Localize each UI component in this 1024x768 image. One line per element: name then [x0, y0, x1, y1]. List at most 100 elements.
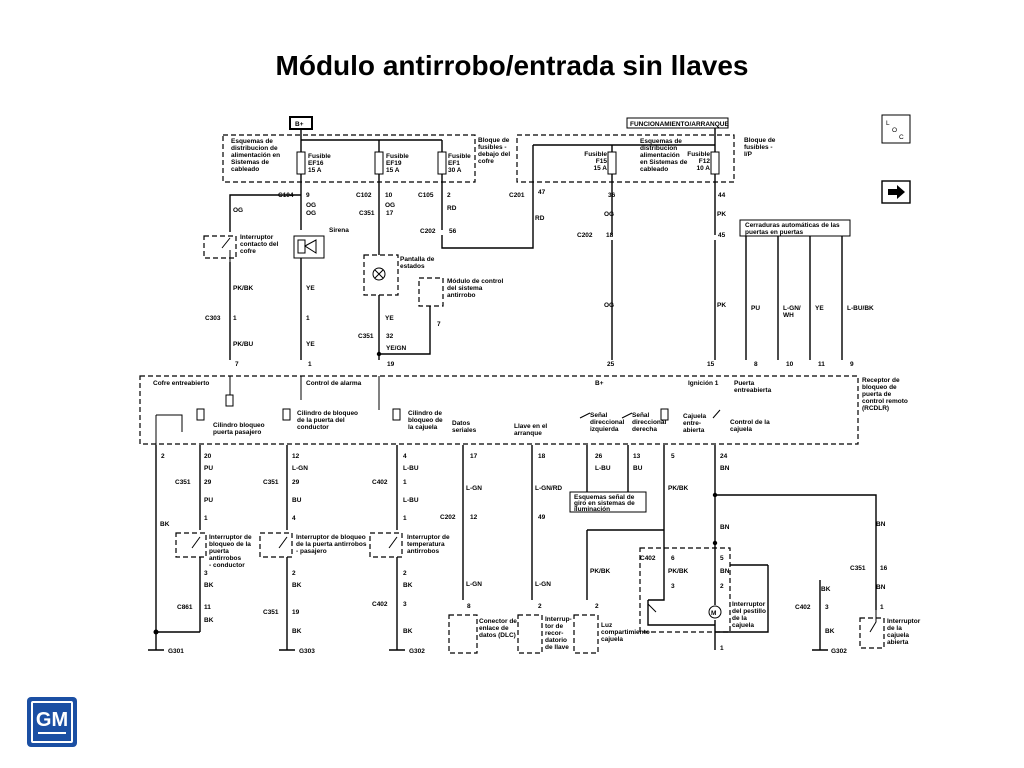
svg-text:6: 6 — [671, 555, 675, 562]
svg-text:recor-: recor- — [545, 630, 563, 637]
svg-text:18: 18 — [538, 453, 546, 460]
svg-text:10 A: 10 A — [697, 165, 711, 172]
svg-text:cableado: cableado — [231, 166, 259, 173]
svg-text:antirrobos: antirrobos — [407, 548, 440, 555]
svg-text:cajuela: cajuela — [730, 426, 752, 433]
svg-text:puertas en puertas: puertas en puertas — [745, 229, 804, 236]
svg-text:seriales: seriales — [452, 427, 477, 434]
svg-text:11: 11 — [204, 604, 211, 611]
svg-text:distribucion: distribucion — [640, 145, 677, 152]
svg-text:25: 25 — [607, 361, 615, 368]
svg-text:L-GN: L-GN — [466, 581, 482, 588]
svg-text:enlace de: enlace de — [479, 625, 509, 632]
svg-text:fusibles -: fusibles - — [744, 144, 773, 151]
svg-text:PK/BK: PK/BK — [668, 485, 689, 492]
svg-text:G303: G303 — [299, 648, 315, 655]
svg-text:alimentación: alimentación — [640, 152, 680, 159]
svg-text:PK/BK: PK/BK — [590, 568, 611, 575]
bplus-label: B+ — [295, 121, 304, 128]
temperature-switch: Interruptor de temperatura antirrobos — [369, 532, 450, 558]
svg-text:la cajuela: la cajuela — [408, 424, 438, 431]
svg-text:entre-: entre- — [683, 420, 701, 427]
svg-text:C402: C402 — [372, 601, 388, 608]
svg-text:15 A: 15 A — [308, 167, 322, 174]
svg-text:BK: BK — [821, 586, 831, 593]
turn-signal-note: Esquemas señal de giro en sistemas de il… — [569, 491, 647, 513]
svg-text:24: 24 — [720, 453, 728, 460]
svg-text:direccional: direccional — [632, 419, 667, 426]
svg-text:giro en sistemas de: giro en sistemas de — [574, 500, 635, 507]
svg-text:C201: C201 — [509, 192, 525, 199]
svg-text:Control de la: Control de la — [730, 419, 770, 426]
wire-rd-2: RD — [535, 215, 545, 222]
svg-text:puerta pasajero: puerta pasajero — [213, 429, 261, 436]
svg-text:L-BU: L-BU — [595, 465, 611, 472]
wire-og-3: OG — [604, 211, 614, 218]
svg-text:C402: C402 — [795, 604, 811, 611]
svg-text:de la: de la — [732, 615, 747, 622]
svg-text:cofre: cofre — [240, 248, 256, 255]
svg-text:7: 7 — [235, 361, 239, 368]
ground-g302-a: G302 — [389, 632, 425, 655]
svg-text:17: 17 — [386, 210, 394, 217]
svg-text:puerta: puerta — [209, 548, 229, 555]
svg-text:L-GN/RD: L-GN/RD — [535, 485, 562, 492]
svg-text:8: 8 — [467, 603, 471, 610]
svg-text:C402: C402 — [640, 555, 656, 562]
svg-text:Sistemas de: Sistemas de — [231, 159, 269, 166]
page-title: Módulo antirrobo/entrada sin llaves — [275, 50, 749, 81]
svg-text:4: 4 — [403, 453, 407, 460]
svg-text:cajuela: cajuela — [732, 622, 754, 629]
svg-text:C861: C861 — [177, 604, 193, 611]
svg-text:debajo del: debajo del — [478, 151, 510, 158]
wire-pk-1: PK — [717, 211, 726, 218]
svg-text:control remoto: control remoto — [862, 398, 908, 405]
ip-fuse-block-outline — [516, 134, 735, 183]
svg-text:Interruptor de: Interruptor de — [407, 534, 450, 541]
svg-text:BK: BK — [403, 582, 413, 589]
gm-logo: GM — [27, 697, 77, 747]
svg-text:compartimiento: compartimiento — [601, 629, 650, 636]
svg-text:Llave en el: Llave en el — [514, 423, 547, 430]
svg-text:Esquemas de: Esquemas de — [640, 138, 682, 145]
svg-text:17: 17 — [470, 453, 478, 460]
svg-text:PK/BK: PK/BK — [668, 568, 689, 575]
svg-text:BK: BK — [160, 521, 170, 528]
bplus-box: B+ — [289, 116, 313, 130]
svg-text:Interruptor: Interruptor — [887, 618, 921, 625]
svg-text:Fusible: Fusible — [308, 153, 331, 160]
c202-label-1: C202 — [420, 228, 436, 235]
svg-text:C102: C102 — [356, 192, 372, 199]
svg-text:entreabierta: entreabierta — [734, 387, 772, 394]
svg-text:temperatura: temperatura — [407, 541, 445, 548]
gm-logo-text: GM — [35, 709, 69, 731]
svg-text:L-BU: L-BU — [403, 497, 419, 504]
fuse-ef16: Fusible EF16 15 A — [296, 151, 331, 175]
right-note: Esquemas de distribucion alimentación en… — [640, 138, 688, 173]
svg-text:19: 19 — [292, 609, 300, 616]
svg-text:10: 10 — [786, 361, 794, 368]
svg-text:Receptor de: Receptor de — [862, 377, 900, 384]
svg-text:Interruptor: Interruptor — [732, 601, 766, 608]
svg-text:conductor: conductor — [297, 424, 329, 431]
svg-text:Sirena: Sirena — [329, 227, 349, 234]
svg-text:Ignición 1: Ignición 1 — [688, 380, 719, 387]
svg-text:2: 2 — [403, 570, 407, 577]
svg-text:C: C — [899, 134, 904, 141]
svg-text:L-BU/BK: L-BU/BK — [847, 305, 874, 312]
arrow-right-icon — [881, 180, 911, 204]
svg-text:en Sistemas de: en Sistemas de — [640, 159, 688, 166]
wire-rd-1: RD — [447, 205, 457, 212]
svg-text:de llave: de llave — [545, 644, 569, 651]
svg-text:1: 1 — [403, 515, 407, 522]
svg-text:puerta de: puerta de — [862, 391, 892, 398]
svg-text:13: 13 — [633, 453, 641, 460]
svg-text:BN: BN — [876, 521, 886, 528]
svg-text:M: M — [711, 610, 716, 617]
svg-text:BN: BN — [876, 584, 886, 591]
svg-text:Fusible: Fusible — [584, 151, 607, 158]
svg-text:YE/GN: YE/GN — [386, 345, 407, 352]
svg-text:C351: C351 — [175, 479, 191, 486]
svg-text:Interruptor de: Interruptor de — [209, 534, 252, 541]
